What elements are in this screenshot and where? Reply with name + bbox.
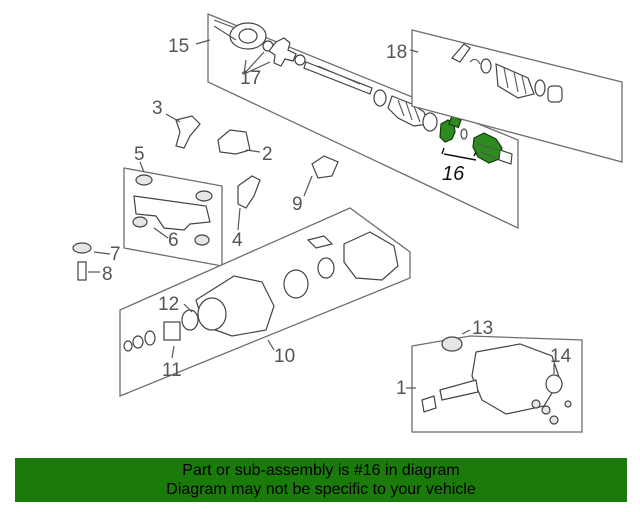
bolt-8 bbox=[77, 261, 87, 281]
leader-18 bbox=[409, 49, 419, 53]
mount-stopper-9 bbox=[311, 155, 339, 179]
half-shaft-panel bbox=[207, 13, 519, 230]
mount-bracket-4 bbox=[237, 175, 261, 209]
leader-6 bbox=[153, 227, 169, 239]
callout-2: 2 bbox=[262, 144, 273, 165]
leader-15 bbox=[195, 39, 211, 45]
band-d bbox=[534, 79, 546, 97]
bolt-d bbox=[564, 400, 572, 408]
rear-cover bbox=[343, 231, 399, 281]
boot-band-b bbox=[422, 112, 438, 132]
callout-8: 8 bbox=[102, 264, 113, 285]
callout-1: 1 bbox=[396, 378, 407, 399]
tripod-joint bbox=[268, 37, 297, 67]
clip-a bbox=[469, 58, 481, 65]
callout-9: 9 bbox=[292, 194, 303, 215]
subframe-bracket bbox=[133, 195, 211, 231]
mount-parts bbox=[72, 115, 339, 281]
flange-11 bbox=[163, 321, 181, 341]
banner-line-part: Part or sub-assembly is #16 in diagram bbox=[182, 462, 460, 479]
callout-13: 13 bbox=[472, 318, 493, 339]
gear-ring bbox=[317, 257, 335, 279]
mount-bracket-3 bbox=[175, 115, 201, 149]
leader-7 bbox=[93, 251, 111, 255]
leader-2 bbox=[245, 149, 261, 153]
parts-diagram: 15 17 18 16 3 2 9 4 5 6 7 8 12 11 10 13 … bbox=[72, 13, 623, 433]
tool-icon bbox=[451, 43, 471, 63]
boot-folds bbox=[397, 99, 421, 123]
outboard-boot-folds bbox=[503, 67, 527, 95]
leader-11 bbox=[171, 345, 175, 359]
seal-13 bbox=[441, 336, 463, 352]
part-16-detail bbox=[477, 143, 499, 159]
bolt-a bbox=[541, 405, 551, 415]
leader-12 bbox=[183, 303, 193, 313]
dust-seal bbox=[547, 85, 563, 103]
callout-6: 6 bbox=[168, 230, 179, 251]
callout-5: 5 bbox=[134, 144, 145, 165]
ring-c bbox=[123, 340, 133, 352]
callout-14: 14 bbox=[550, 346, 572, 367]
differential-panel bbox=[119, 207, 411, 397]
inboard-joint-cap bbox=[238, 28, 258, 44]
callout-15: 15 bbox=[168, 36, 189, 57]
leader-10 bbox=[267, 339, 275, 351]
carrier-flange bbox=[197, 297, 227, 331]
callout-12: 12 bbox=[158, 294, 179, 315]
leader-3 bbox=[165, 113, 181, 123]
stop-ring bbox=[294, 54, 306, 66]
leader-16 bbox=[441, 147, 477, 161]
boot-band-a bbox=[373, 89, 387, 107]
leader-13 bbox=[461, 329, 471, 335]
seal-14 bbox=[545, 374, 563, 394]
callout-18: 18 bbox=[386, 42, 407, 63]
rear-diff-panel bbox=[411, 335, 583, 433]
shaft-stub bbox=[213, 19, 237, 41]
shaft-key bbox=[421, 395, 437, 413]
bushing-a bbox=[135, 174, 153, 186]
leader-4 bbox=[237, 207, 241, 231]
mount-bracket-2 bbox=[217, 129, 251, 155]
callout-10: 10 bbox=[274, 346, 295, 367]
callout-7: 7 bbox=[110, 244, 121, 265]
shaft-spline-mark bbox=[317, 65, 361, 85]
callout-16: 16 bbox=[442, 163, 465, 185]
seal-12 bbox=[181, 309, 199, 331]
info-banner: Part or sub-assembly is #16 in diagram D… bbox=[15, 458, 627, 502]
callout-4: 4 bbox=[232, 230, 243, 251]
input-shaft bbox=[439, 379, 479, 401]
callout-17: 17 bbox=[240, 68, 261, 89]
bolt-c bbox=[549, 415, 559, 425]
pinion-gear bbox=[283, 269, 309, 299]
bushing-b bbox=[195, 190, 213, 202]
part-16-clip bbox=[460, 128, 468, 140]
banner-line-disclaimer: Diagram may not be specific to your vehi… bbox=[166, 481, 476, 498]
ring-b bbox=[132, 335, 144, 349]
callout-3: 3 bbox=[152, 98, 163, 119]
bushing-c bbox=[132, 216, 148, 228]
leader-17 bbox=[243, 51, 271, 76]
boot-kit-panel bbox=[411, 29, 623, 163]
callout-11: 11 bbox=[162, 360, 182, 381]
leader-lines bbox=[88, 39, 555, 389]
bolt-b bbox=[531, 399, 541, 409]
washer-7 bbox=[72, 242, 92, 254]
leader-5 bbox=[139, 161, 145, 173]
bushing-d bbox=[194, 234, 210, 246]
callouts: 15 17 18 16 3 2 9 4 5 6 7 8 12 11 10 13 … bbox=[102, 36, 572, 399]
band-c bbox=[480, 58, 492, 74]
ring-a bbox=[144, 330, 156, 346]
part-16-stub bbox=[498, 149, 513, 165]
leader-9 bbox=[303, 175, 313, 197]
cover-plate bbox=[306, 235, 334, 249]
